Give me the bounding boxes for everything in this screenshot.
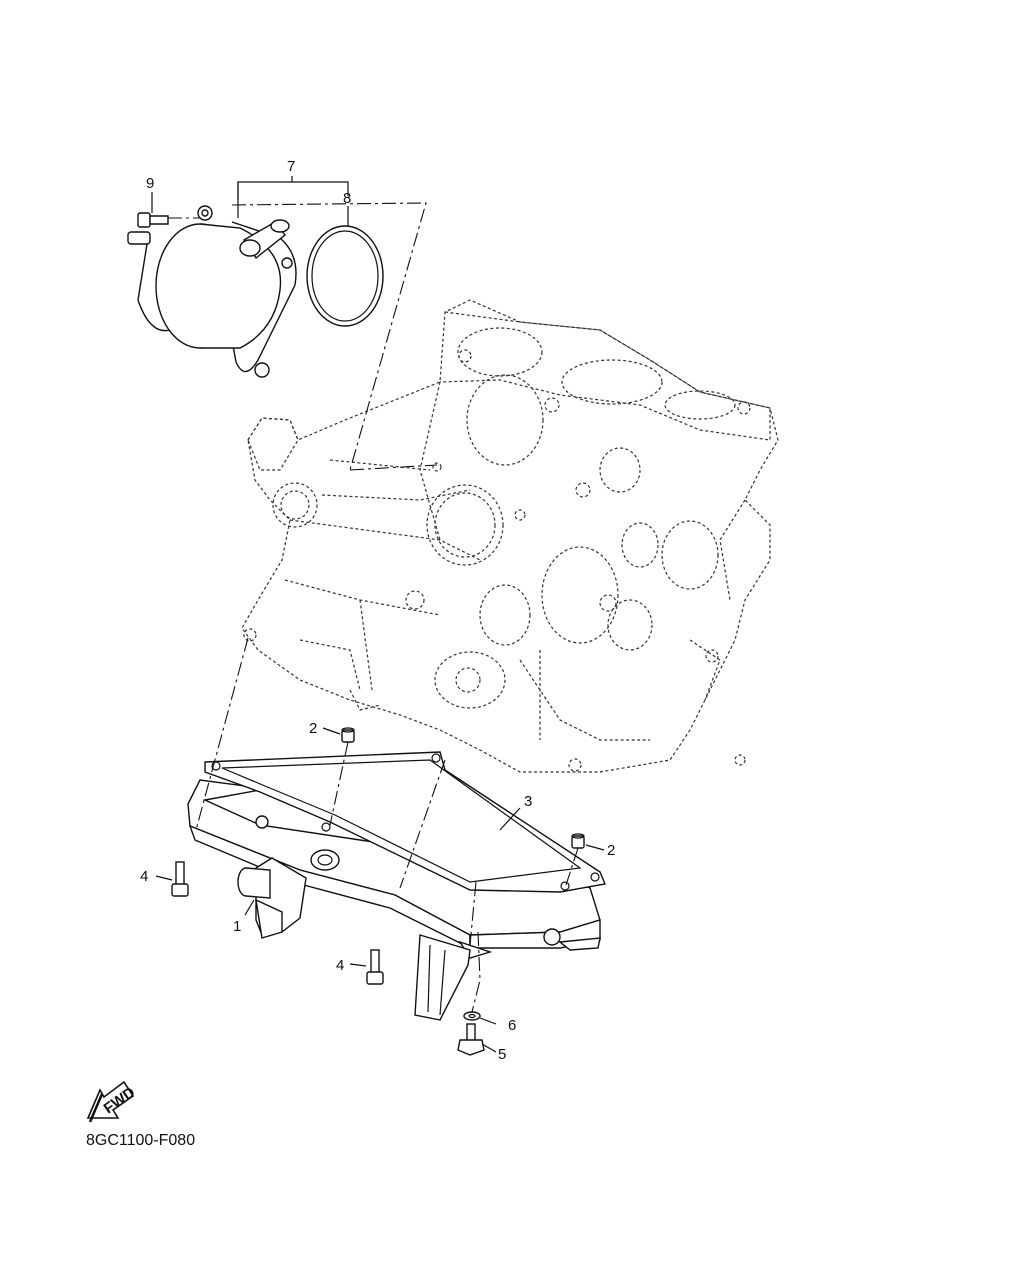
- oil-strainer-part-1: [237, 849, 340, 939]
- bolt-part-4-left: [171, 861, 189, 897]
- callout-8: 8: [343, 190, 351, 207]
- crankcase-ghost: [241, 299, 779, 773]
- callout-7: 7: [287, 158, 295, 175]
- washer-part-6: [463, 1011, 481, 1021]
- callout-3: 3: [524, 793, 532, 810]
- o-ring-part-8: [306, 225, 384, 327]
- oil-cooler-part-7: [127, 205, 297, 378]
- diagram-code: 8GC1100-F080: [86, 1132, 196, 1149]
- callout-4-bottom: 4: [336, 957, 344, 974]
- callout-1: 1: [233, 918, 241, 935]
- dowel-pin-part-2-lower: [571, 833, 585, 849]
- bolt-part-9: [137, 212, 169, 228]
- leader-lines: [151, 176, 605, 1053]
- callout-9: 9: [146, 175, 154, 192]
- callout-5: 5: [498, 1046, 506, 1063]
- callout-4-left: 4: [140, 868, 148, 885]
- bolt-part-4-bottom: [366, 949, 384, 985]
- drain-bolt-part-5: [457, 1023, 485, 1056]
- callout-2-upper: 2: [309, 720, 317, 737]
- dowel-pin-part-2-upper: [341, 727, 355, 743]
- callout-6: 6: [508, 1017, 516, 1034]
- alignment-lines: [168, 202, 579, 1013]
- fwd-arrow-icon: FWD: [86, 1080, 138, 1123]
- callout-2-lower: 2: [607, 842, 615, 859]
